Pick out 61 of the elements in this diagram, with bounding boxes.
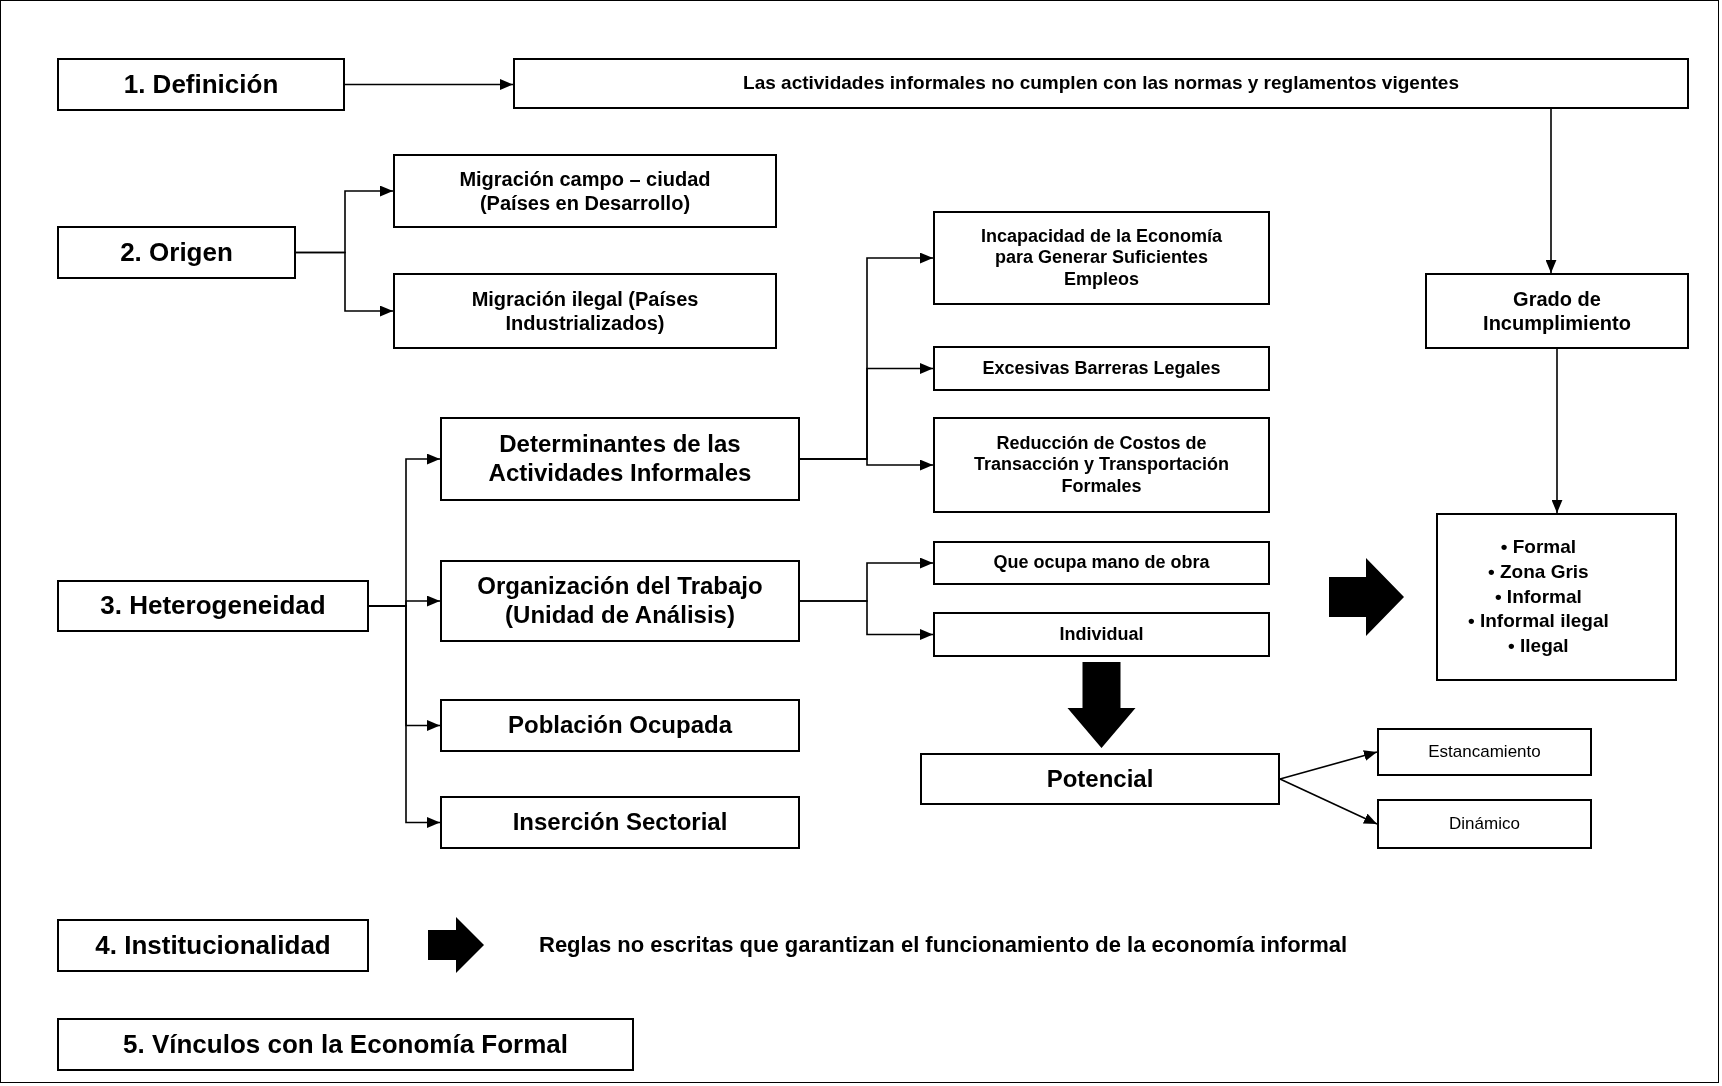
- box-label: Organización del Trabajo (Unidad de Análisis): [476, 572, 764, 630]
- process-box: [933, 417, 1270, 513]
- arrow: [799, 458, 934, 471]
- process-box: [933, 346, 1270, 391]
- process-box: [393, 273, 777, 349]
- process-box: [57, 919, 369, 972]
- box-label: Migración ilegal (Países Industrializados): [470, 287, 700, 335]
- list-item: • Ilegal: [1507, 634, 1570, 659]
- block-arrow: [1329, 558, 1404, 636]
- process-box: [1377, 728, 1592, 776]
- note-text: Reglas no escritas que garantizan el funcionamiento de la economía informal: [533, 925, 1593, 965]
- process-box: [1377, 799, 1592, 849]
- box-label: Que ocupa mano de obra: [993, 552, 1210, 574]
- process-box: [933, 211, 1270, 305]
- list-item: • Zona Gris: [1487, 559, 1590, 584]
- box-label: Migración campo – ciudad (Países en Desarrollo): [458, 167, 712, 215]
- list-item: • Formal: [1499, 535, 1577, 560]
- box-label: Inserción Sectorial: [512, 808, 728, 837]
- arrow: [1279, 750, 1378, 780]
- process-box: [1425, 273, 1689, 349]
- box-label: Las actividades informales no cumplen con las normas y reglamentos vigentes: [743, 72, 1459, 95]
- box-label: Excesivas Barreras Legales: [982, 357, 1221, 380]
- list-item: • Informal: [1493, 584, 1583, 609]
- box-label: 2. Origen: [120, 236, 233, 269]
- process-box: [57, 226, 296, 279]
- box-label: Potencial: [1046, 764, 1154, 794]
- box-label: 3. Heterogeneidad: [100, 590, 326, 622]
- process-box: [440, 417, 800, 501]
- process-box: [393, 154, 777, 228]
- process-box: [440, 699, 800, 752]
- arrow: [1545, 108, 1557, 274]
- process-box: [933, 612, 1270, 657]
- arrow: [1551, 348, 1563, 514]
- list-item: • Informal ilegal: [1468, 609, 1609, 634]
- process-box: [57, 580, 369, 632]
- box-label: Reducción de Costos de Transacción y Transportación Formales: [972, 432, 1231, 498]
- arrow: [344, 79, 514, 90]
- arrow: [295, 251, 394, 317]
- box-label: Individual: [1059, 623, 1144, 646]
- block-arrow: [428, 917, 484, 973]
- box-label: Población Ocupada: [507, 711, 732, 740]
- process-box: [440, 796, 800, 849]
- process-box: [57, 58, 345, 111]
- arrow: [368, 605, 441, 828]
- arrow: [1279, 778, 1378, 825]
- box-label: Estancamiento: [1428, 741, 1541, 763]
- box-label: Dinámico: [1449, 813, 1520, 835]
- box-label: 5. Vínculos con la Economía Formal: [123, 1028, 568, 1061]
- process-box: [513, 58, 1689, 109]
- box-label: Grado de Incumplimiento: [1482, 287, 1632, 335]
- box-label: 1. Definición: [123, 68, 279, 101]
- box-label: Determinantes de las Actividades Informales: [487, 430, 753, 488]
- block-arrow: [1067, 662, 1136, 748]
- process-box: [440, 560, 800, 642]
- box-label: 4. Institucionalidad: [95, 929, 331, 962]
- arrow: [799, 600, 934, 640]
- process-box: [57, 1018, 634, 1071]
- list-box: [1436, 513, 1677, 681]
- process-box: [920, 753, 1280, 805]
- box-label: Incapacidad de la Economía para Generar Suficientes Empleos: [979, 225, 1224, 291]
- process-box: [933, 541, 1270, 585]
